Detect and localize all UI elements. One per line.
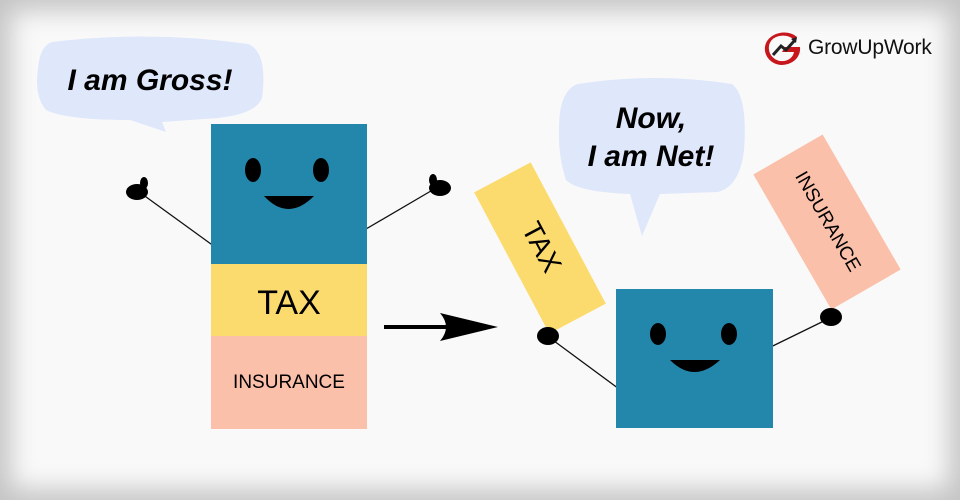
- net-tax-card: TAX: [474, 162, 606, 334]
- gross-arms: [126, 174, 451, 253]
- speech-net-line2: I am Net!: [588, 140, 715, 173]
- gross-insurance-label: INSURANCE: [233, 372, 345, 393]
- speech-gross-text: I am Gross!: [67, 64, 232, 97]
- gross-right-eye: [313, 158, 329, 182]
- gross-character: TAX INSURANCE: [211, 124, 367, 429]
- right-arrow-icon: [384, 313, 498, 341]
- net-left-eye: [650, 323, 666, 345]
- net-insurance-card: INSURANCE: [753, 134, 901, 310]
- gross-body: [211, 124, 367, 264]
- growupwork-logo-icon: [764, 32, 801, 65]
- gross-insurance-block: [211, 336, 367, 429]
- gross-tax-block: [211, 264, 367, 336]
- speech-bubble-gross: I am Gross!: [37, 36, 264, 132]
- brand-logo: GrowUpWork: [764, 31, 932, 65]
- net-character: [616, 289, 773, 428]
- net-right-eye: [721, 323, 737, 345]
- net-body: [616, 289, 773, 428]
- brand-name: GrowUpWork: [808, 36, 932, 59]
- net-right-hand: [820, 308, 842, 326]
- gross-smile: [264, 196, 314, 209]
- gross-left-eye: [245, 158, 261, 182]
- net-smile: [670, 360, 720, 372]
- speech-net-line1: Now,: [616, 102, 687, 135]
- gross-tax-label: TAX: [257, 284, 321, 322]
- net-left-hand: [537, 327, 559, 345]
- speech-bubble-net: Now, I am Net!: [558, 78, 745, 236]
